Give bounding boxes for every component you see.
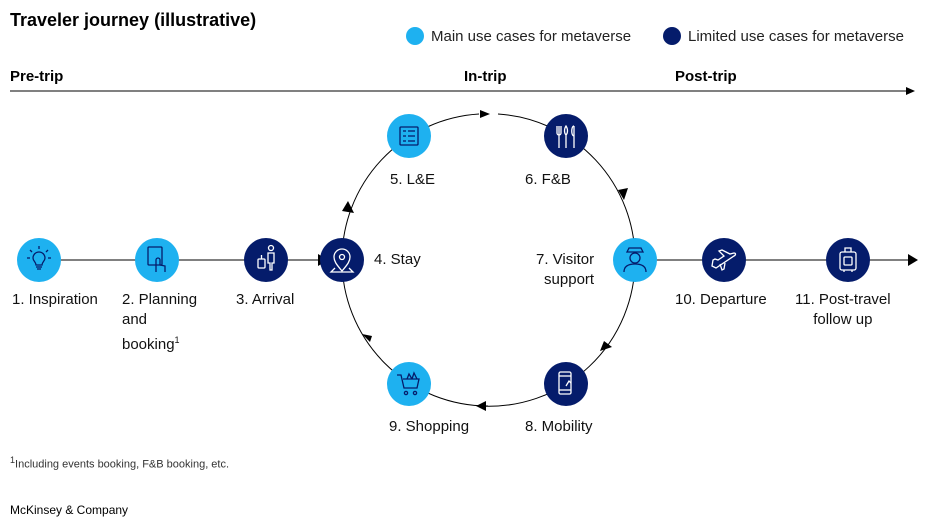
step-node-arrival xyxy=(244,238,288,282)
step-node-fb xyxy=(544,114,588,158)
step-label-stay: 4. Stay xyxy=(374,250,421,270)
legend-main-dot xyxy=(406,27,424,45)
loop-arrow-to-mobility xyxy=(600,341,612,351)
loop-arc-1 xyxy=(341,113,480,261)
loop-arrow-to-visitor xyxy=(618,188,628,200)
step-node-visitor xyxy=(613,238,657,282)
diagram-title: Traveler journey (illustrative) xyxy=(10,10,257,30)
step-label-le: 5. L&E xyxy=(390,170,435,190)
mobile-phone-icon xyxy=(558,371,572,395)
legend-limited-dot xyxy=(663,27,681,45)
step-label-line: 10. Departure xyxy=(675,291,767,308)
phase-post-trip: Post-trip xyxy=(675,68,737,85)
cutlery-icon xyxy=(556,124,575,148)
step-label-visitor: 7. Visitor support xyxy=(536,250,594,290)
step-node-planning xyxy=(135,238,179,282)
phase-in-trip: In-trip xyxy=(464,68,507,85)
footnote-marker: 1 xyxy=(10,455,16,465)
legend-limited-label: Limited use cases for metaverse xyxy=(688,27,904,45)
step-label-line: 7. Visitor xyxy=(536,251,595,268)
loop-arrow-bottom xyxy=(476,401,486,411)
loop-arrow-top xyxy=(480,110,490,118)
step-label-fb: 6. F&B xyxy=(525,170,571,190)
suitcase-icon xyxy=(839,247,857,272)
airplane-icon xyxy=(711,249,737,271)
step-node-le xyxy=(387,114,431,158)
step-label-line: and xyxy=(122,311,148,328)
loop-circle xyxy=(341,113,636,407)
step-label-mobility: 8. Mobility xyxy=(525,417,593,437)
step-label-line: 8. Mobility xyxy=(525,418,593,435)
legend-limited: Limited use cases for metaverse xyxy=(663,27,904,45)
loop-arrow-to-stay xyxy=(362,334,372,342)
step-label-line: 4. Stay xyxy=(374,251,421,268)
step-label-line: 3. Arrival xyxy=(236,291,295,308)
step-node-mobility xyxy=(544,362,588,406)
footnote: 1Including events booking, F&B booking, … xyxy=(10,455,229,471)
footnote-text: Including events booking, F&B booking, e… xyxy=(15,458,230,471)
location-pin-icon xyxy=(329,248,355,273)
step-label-line: follow up xyxy=(813,311,873,328)
step-label-line: 1. Inspiration xyxy=(12,291,98,308)
step-node-inspiration xyxy=(17,238,61,282)
loop-arrow-to-le xyxy=(342,201,354,213)
step-label-line: 6. F&B xyxy=(525,171,571,188)
step-node-stay xyxy=(320,238,364,282)
shopping-cart-icon xyxy=(397,371,420,396)
source-credit: McKinsey & Company xyxy=(10,503,129,517)
loop-arc-2 xyxy=(497,113,636,261)
step-label-line: 2. Planning xyxy=(122,291,198,308)
legend-main-label: Main use cases for metaverse xyxy=(431,27,632,45)
loop-arc-4 xyxy=(341,259,489,407)
step-label-line: 9. Shopping xyxy=(389,418,470,435)
step-label-line: 11. Post-travel xyxy=(795,291,891,308)
connector-arrow-end xyxy=(908,254,918,266)
step-node-shopping xyxy=(387,362,431,406)
ticket-board-icon xyxy=(399,126,419,146)
legend-main: Main use cases for metaverse xyxy=(406,27,631,45)
footnote-ref: 1 xyxy=(174,335,180,345)
step-label-arrival: 3. Arrival xyxy=(236,290,294,310)
concierge-icon xyxy=(623,247,647,273)
step-label-line: booking xyxy=(122,336,175,353)
step-label-planning: 2. Planning and booking1 xyxy=(122,290,197,355)
step-label-inspiration: 1. Inspiration xyxy=(12,290,98,310)
loop-arc-3 xyxy=(479,259,636,407)
phase-pre-trip: Pre-trip xyxy=(10,68,64,85)
step-node-post-travel xyxy=(826,238,870,282)
step-label-line: 5. L&E xyxy=(390,171,436,188)
step-label-departure: 10. Departure xyxy=(675,290,767,310)
step-label-line: support xyxy=(544,271,595,288)
step-label-post-travel: 11. Post-travel follow up xyxy=(795,290,891,330)
step-node-departure xyxy=(702,238,746,282)
traveler-luggage-icon xyxy=(257,244,275,271)
touch-screen-icon xyxy=(147,246,166,272)
lightbulb-icon xyxy=(27,246,51,270)
step-label-shopping: 9. Shopping xyxy=(389,417,469,437)
